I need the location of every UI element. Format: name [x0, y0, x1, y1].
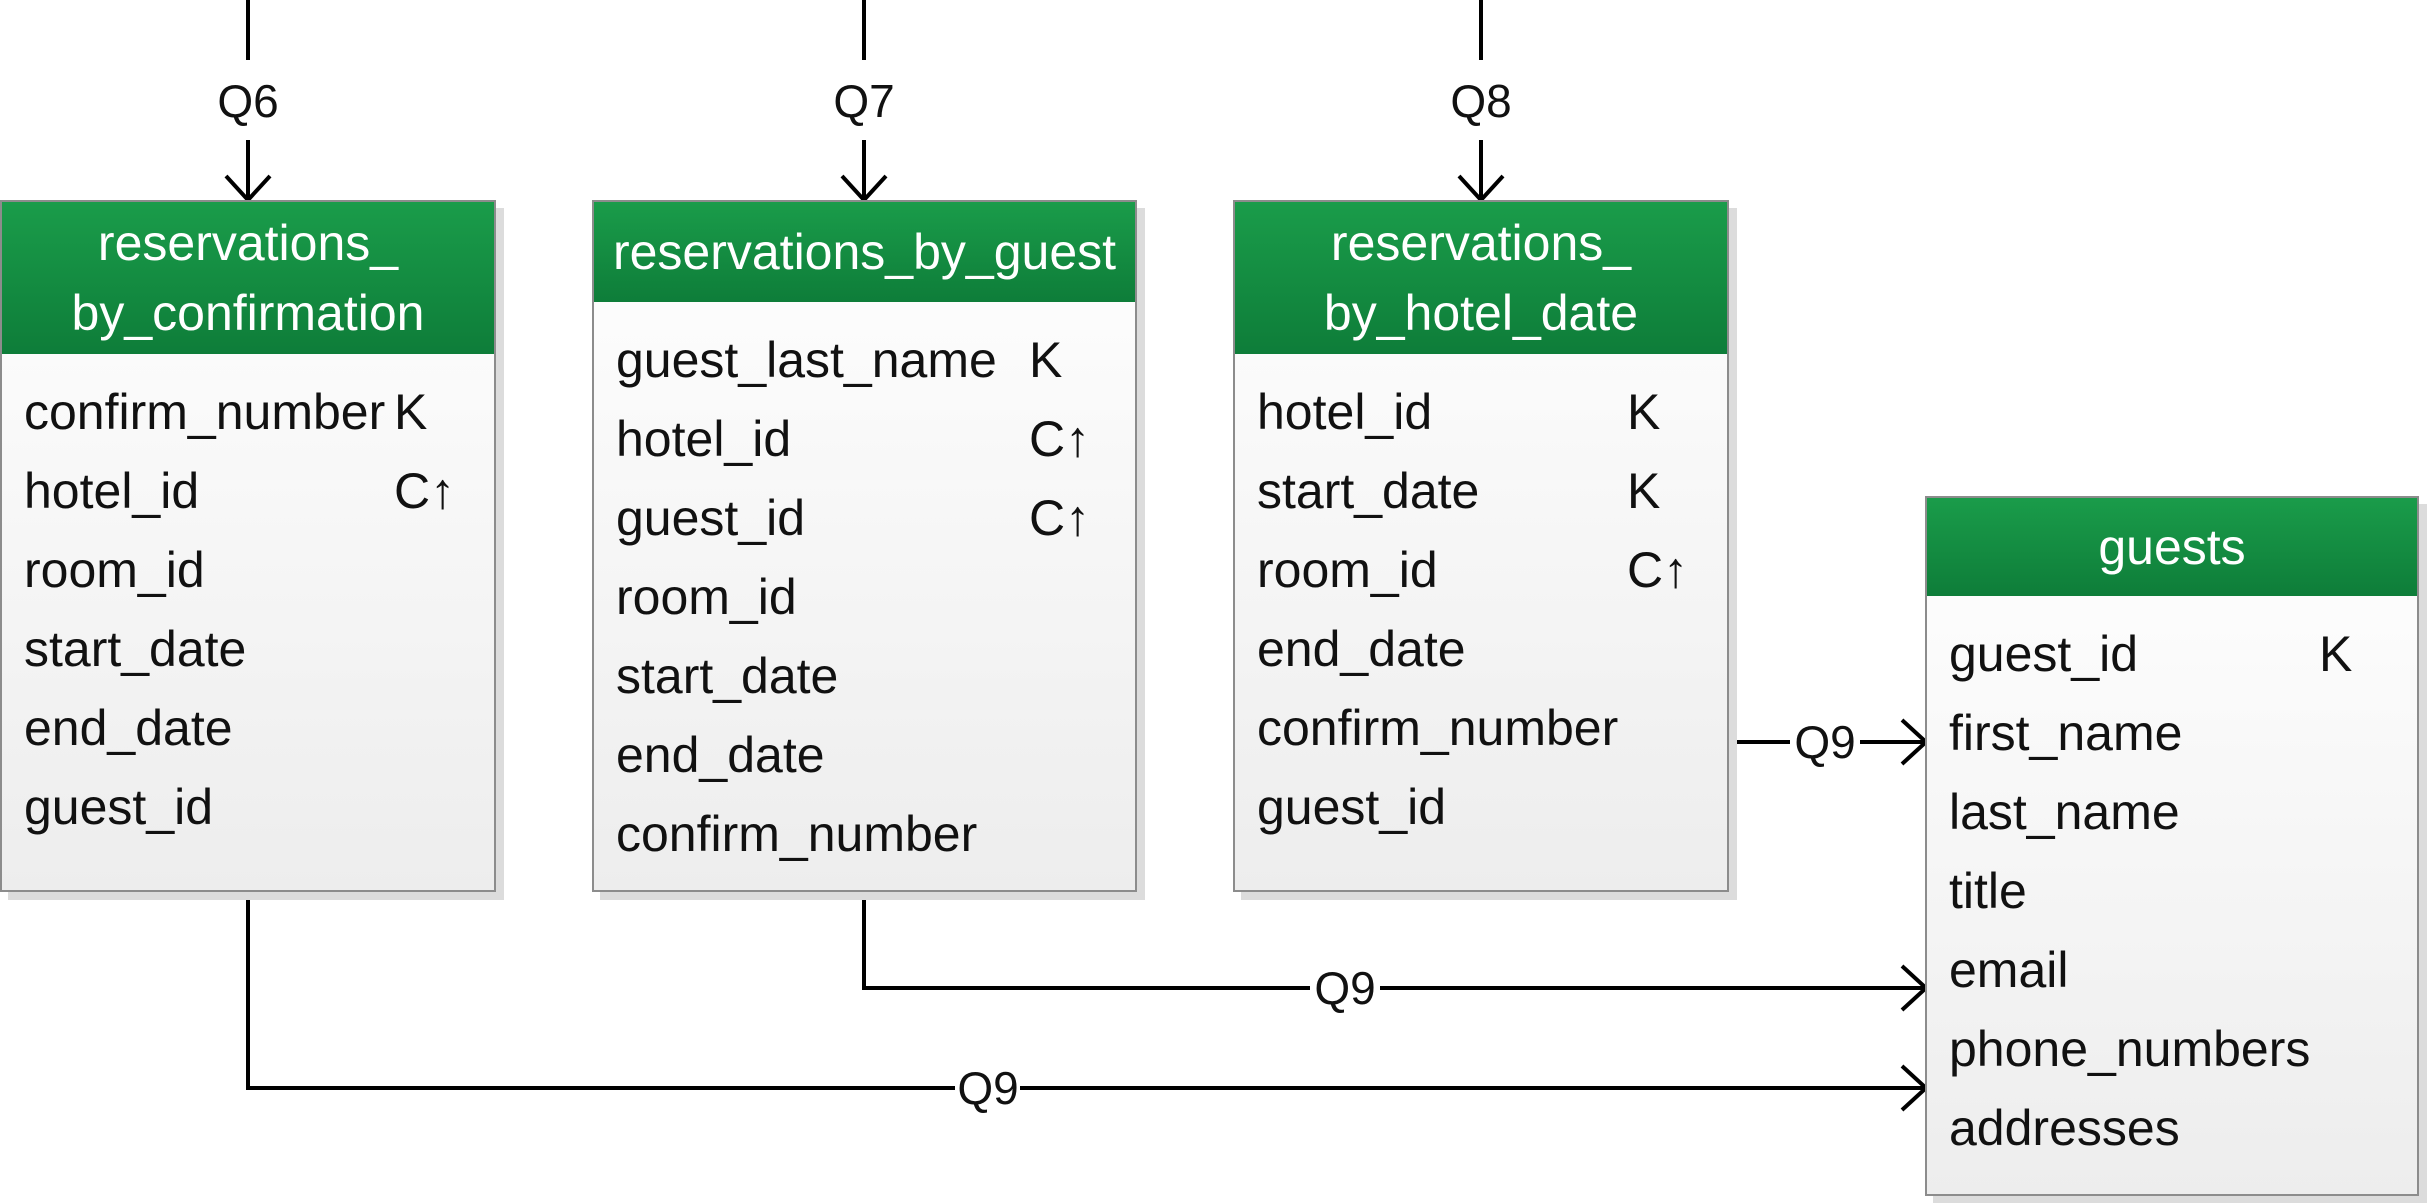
field-key: C↑ — [1029, 490, 1091, 546]
q9-conf-connector — [246, 888, 955, 1090]
table-title-line-1: reservations_ — [1330, 215, 1632, 271]
table-title: reservations_by_guest — [612, 224, 1117, 280]
field-name: guest_last_name — [616, 332, 997, 388]
field-key: C↑ — [1029, 411, 1091, 467]
field-name: title — [1949, 863, 2027, 919]
table-title-line-1: reservations_ — [97, 215, 399, 271]
table-header: guests — [1927, 498, 2417, 596]
field-name: confirm_number — [24, 384, 386, 440]
table-header: reservations_ by_hotel_date — [1235, 202, 1727, 354]
field-name: email — [1949, 942, 2069, 998]
field-name: guest_id — [24, 779, 214, 835]
q9-guest-label: Q9 — [1314, 962, 1375, 1014]
table-reservations-by-confirmation: reservations_ by_confirmation confirm_nu… — [0, 200, 496, 892]
field-name: hotel_id — [1257, 384, 1433, 440]
field-key: K — [1029, 332, 1063, 388]
q9-guest-connector — [862, 888, 1310, 990]
field-name: phone_numbers — [1949, 1021, 2311, 1077]
field-name: room_id — [24, 542, 205, 598]
field-key: K — [1627, 463, 1661, 519]
field-name: hotel_id — [24, 463, 200, 519]
table-header: reservations_ by_confirmation — [2, 202, 494, 354]
field-name: room_id — [616, 569, 797, 625]
field-name: confirm_number — [616, 806, 978, 862]
field-name: addresses — [1949, 1100, 2180, 1156]
field-name: guest_id — [1257, 779, 1447, 835]
field-name: guest_id — [1949, 626, 2139, 682]
field-key: C↑ — [1627, 542, 1689, 598]
field-name: hotel_id — [616, 411, 792, 467]
field-name: guest_id — [616, 490, 806, 546]
table-guests: guests guest_id K first_name last_name ti… — [1925, 496, 2419, 1196]
q6-label: Q6 — [217, 75, 278, 127]
field-name: start_date — [1257, 463, 1480, 519]
field-name: last_name — [1949, 784, 2180, 840]
table-title-line-2: by_confirmation — [71, 285, 425, 341]
field-name: end_date — [616, 727, 825, 783]
field-name: first_name — [1949, 705, 2183, 761]
q9-hoteldate-label: Q9 — [1794, 716, 1855, 768]
field-key: K — [394, 384, 428, 440]
field-name: end_date — [24, 700, 233, 756]
q9-conf-label: Q9 — [957, 1062, 1018, 1114]
field-name: start_date — [616, 648, 839, 704]
table-title: guests — [2098, 519, 2246, 575]
field-name: confirm_number — [1257, 700, 1619, 756]
q8-label: Q8 — [1450, 75, 1511, 127]
field-name: start_date — [24, 621, 247, 677]
table-title-line-2: by_hotel_date — [1323, 285, 1639, 341]
table-reservations-by-guest: reservations_by_guest guest_last_name K h… — [592, 200, 1137, 892]
field-name: end_date — [1257, 621, 1466, 677]
field-key: K — [1627, 384, 1661, 440]
field-key: C↑ — [394, 463, 456, 519]
field-name: room_id — [1257, 542, 1438, 598]
table-header: reservations_by_guest — [594, 202, 1135, 302]
field-key: K — [2319, 626, 2353, 682]
q7-label: Q7 — [833, 75, 894, 127]
